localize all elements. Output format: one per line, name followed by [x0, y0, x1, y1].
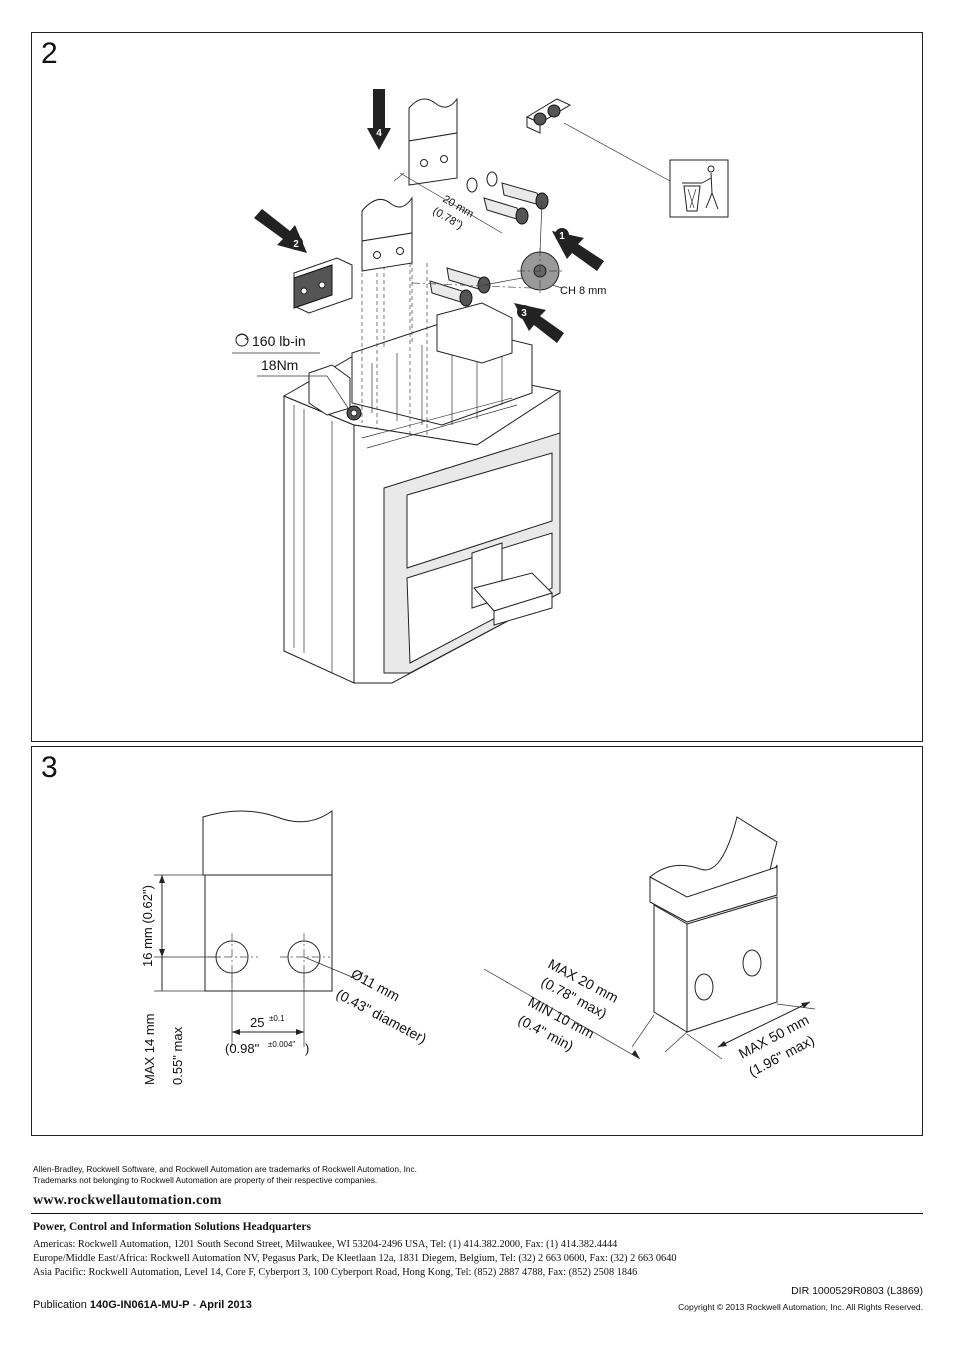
svg-text:): ) [305, 1041, 309, 1056]
max-depth-dimension: MAX 14 mm 0.55" max [142, 957, 205, 1085]
divider [31, 1213, 923, 1214]
step-3-illustration: 16 mm (0.62") MAX 14 mm 0.55" max 25 ±0.… [140, 810, 817, 1085]
svg-text:MAX 14 mm: MAX 14 mm [142, 1013, 157, 1085]
svg-text:25: 25 [250, 1015, 264, 1030]
step-3-panel: 3 16 mm (0.62") MAX 14 mm 0.55" max [31, 746, 923, 1136]
terminal-isometric-view [649, 816, 778, 1033]
height-dimension: 16 mm (0.62") [140, 874, 220, 967]
dir-number: DIR 1000529R0803 (L3869) [791, 1285, 923, 1297]
svg-text:±0.1: ±0.1 [269, 1014, 285, 1023]
publication-prefix: Publication [33, 1299, 90, 1311]
publication-separator: - [189, 1299, 200, 1311]
address-americas: Americas: Rockwell Automation, 1201 Sout… [33, 1239, 618, 1250]
svg-text:0.55" max: 0.55" max [170, 1026, 185, 1085]
arrow-2: 2 [254, 209, 307, 253]
discarded-plate [525, 98, 671, 182]
svg-text:1: 1 [559, 231, 565, 242]
arrow-4: 4 [367, 89, 391, 150]
trademark-notice: Allen-Bradley, Rockwell Software, and Ro… [33, 1164, 417, 1185]
torque-nm: 18Nm [261, 357, 298, 373]
torque-lbin: 160 lb-in [252, 333, 306, 349]
address-emea: Europe/Middle East/Africa: Rockwell Auto… [33, 1253, 677, 1264]
terminal-front-view [202, 810, 353, 992]
copyright: Copyright © 2013 Rockwell Automation, In… [678, 1302, 923, 1312]
arrow-1: 1 [552, 228, 604, 271]
website-link[interactable]: www.rockwellautomation.com [33, 1193, 222, 1208]
step-2-panel: 2 [31, 32, 923, 742]
svg-text:4: 4 [376, 128, 382, 139]
address-asia: Asia Pacific: Rockwell Automation, Level… [33, 1267, 638, 1278]
lower-screws [411, 267, 533, 307]
upper-terminal-part [408, 97, 458, 186]
upper-screws [466, 171, 549, 225]
hex-nut: CH 8 mm [483, 200, 606, 297]
svg-text:2: 2 [293, 239, 299, 250]
publication-info: Publication 140G-IN061A-MU-P - April 201… [33, 1299, 252, 1311]
circuit-breaker-body [282, 233, 562, 684]
step-number: 2 [41, 37, 58, 70]
svg-text:±0.004": ±0.004" [268, 1040, 295, 1049]
hole-spacing-dimension: 25 ±0.1 (0.98" ±0.004" ) [225, 973, 309, 1056]
trademark-line: Trademarks not belonging to Rockwell Aut… [33, 1174, 378, 1185]
step-number: 3 [41, 751, 58, 784]
step-2-illustration: 160 lb-in 18Nm 4 20 mm (0.78") [232, 89, 729, 684]
trademark-line: Allen-Bradley, Rockwell Software, and Ro… [33, 1164, 417, 1174]
hq-title: Power, Control and Information Solutions… [33, 1221, 311, 1233]
publication-date: April 2013 [199, 1299, 252, 1311]
lower-terminal-part [361, 196, 413, 272]
recycle-bin-icon [669, 159, 729, 218]
publication-number: 140G-IN061A-MU-P [89, 1299, 190, 1311]
torque-annotation: 160 lb-in 18Nm [232, 333, 351, 412]
svg-text:16 mm (0.62"): 16 mm (0.62") [140, 885, 155, 967]
hole-diameter-label: Ø11 mm (0.43" diameter) [334, 966, 430, 1047]
terminal-cover-part [293, 257, 353, 314]
svg-text:(0.98": (0.98" [225, 1041, 260, 1056]
wrench-size: CH 8 mm [560, 285, 606, 297]
arrow-icon [367, 89, 391, 150]
arrow-3: 3 [514, 303, 564, 343]
svg-text:3: 3 [521, 308, 527, 319]
